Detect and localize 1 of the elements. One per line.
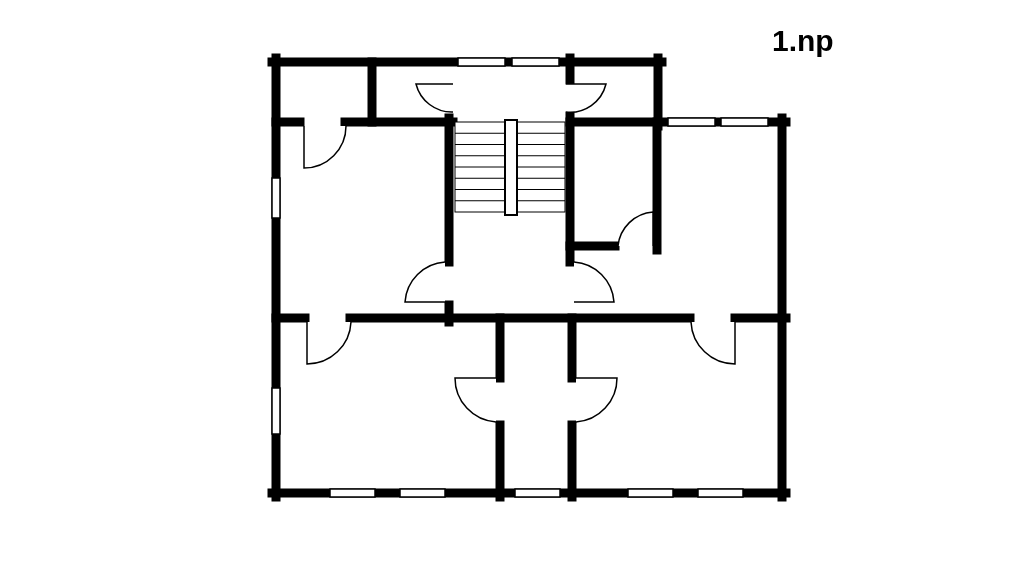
floor-label: 1.np [772,24,834,58]
